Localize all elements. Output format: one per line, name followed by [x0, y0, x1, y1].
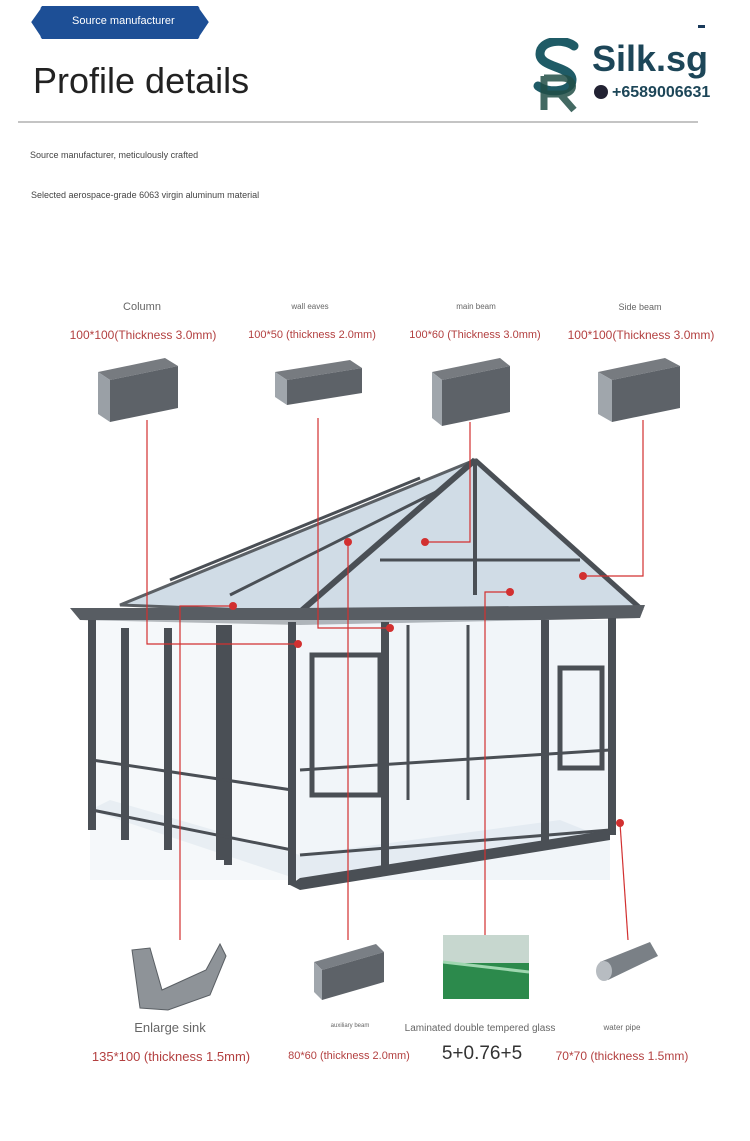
divider	[18, 121, 698, 123]
part-name-glass: Laminated double tempered glass	[404, 1023, 556, 1034]
logo-phone: +6589006631	[612, 84, 711, 101]
dash-mark	[698, 25, 705, 28]
part-spec-glass: 5+0.76+5	[441, 1043, 523, 1064]
part-name-auxiliary-beam: auxiliary beam	[330, 1023, 370, 1029]
logo-monogram	[533, 38, 579, 113]
profile-auxiliary-beam	[314, 944, 384, 1000]
part-name-side-beam: Side beam	[618, 302, 662, 312]
source-manufacturer-banner	[30, 6, 210, 39]
part-spec-auxiliary-beam: 80*60 (thickness 2.0mm)	[288, 1050, 410, 1062]
part-spec-column: 100*100(Thickness 3.0mm)	[69, 328, 217, 342]
part-name-main-beam: main beam	[456, 302, 496, 311]
part-spec-main-beam: 100*60 (Thickness 3.0mm)	[409, 329, 541, 341]
part-spec-side-beam: 100*100(Thickness 3.0mm)	[567, 328, 715, 342]
profile-main-beam	[432, 358, 510, 426]
banner-label: Source manufacturer	[72, 15, 175, 27]
leader-lines	[146, 418, 644, 941]
part-spec-sink: 135*100 (thickness 1.5mm)	[91, 1049, 251, 1064]
logo-brand: Silk.sg	[592, 38, 709, 79]
page-title: Profile details	[33, 60, 250, 101]
profile-sink	[131, 942, 227, 1011]
whatsapp-icon	[594, 85, 608, 99]
sunroom-diagram	[70, 358, 680, 1011]
intro-line: Selected aerospace-grade 6063 virgin alu…	[31, 190, 260, 200]
part-name-sink: Enlarge sink	[134, 1020, 206, 1035]
profile-column	[98, 358, 178, 422]
part-name-water-pipe: water pipe	[603, 1023, 641, 1032]
profile-side-beam	[598, 358, 680, 422]
part-name-wall-eaves: wall eaves	[291, 302, 329, 311]
leader-dots	[229, 538, 624, 827]
sunroom	[70, 457, 645, 890]
part-name-column: Column	[123, 301, 161, 313]
profile-wall-eaves	[275, 360, 362, 405]
part-spec-wall-eaves: 100*50 (thickness 2.0mm)	[248, 329, 376, 341]
profile-water-pipe	[596, 942, 658, 981]
part-spec-water-pipe: 70*70 (thickness 1.5mm)	[555, 1049, 689, 1063]
intro-line: Source manufacturer, meticulously crafte…	[30, 150, 199, 160]
silk-logo: Silk.sg +6589006631	[530, 38, 715, 113]
glass-sample	[442, 935, 530, 999]
